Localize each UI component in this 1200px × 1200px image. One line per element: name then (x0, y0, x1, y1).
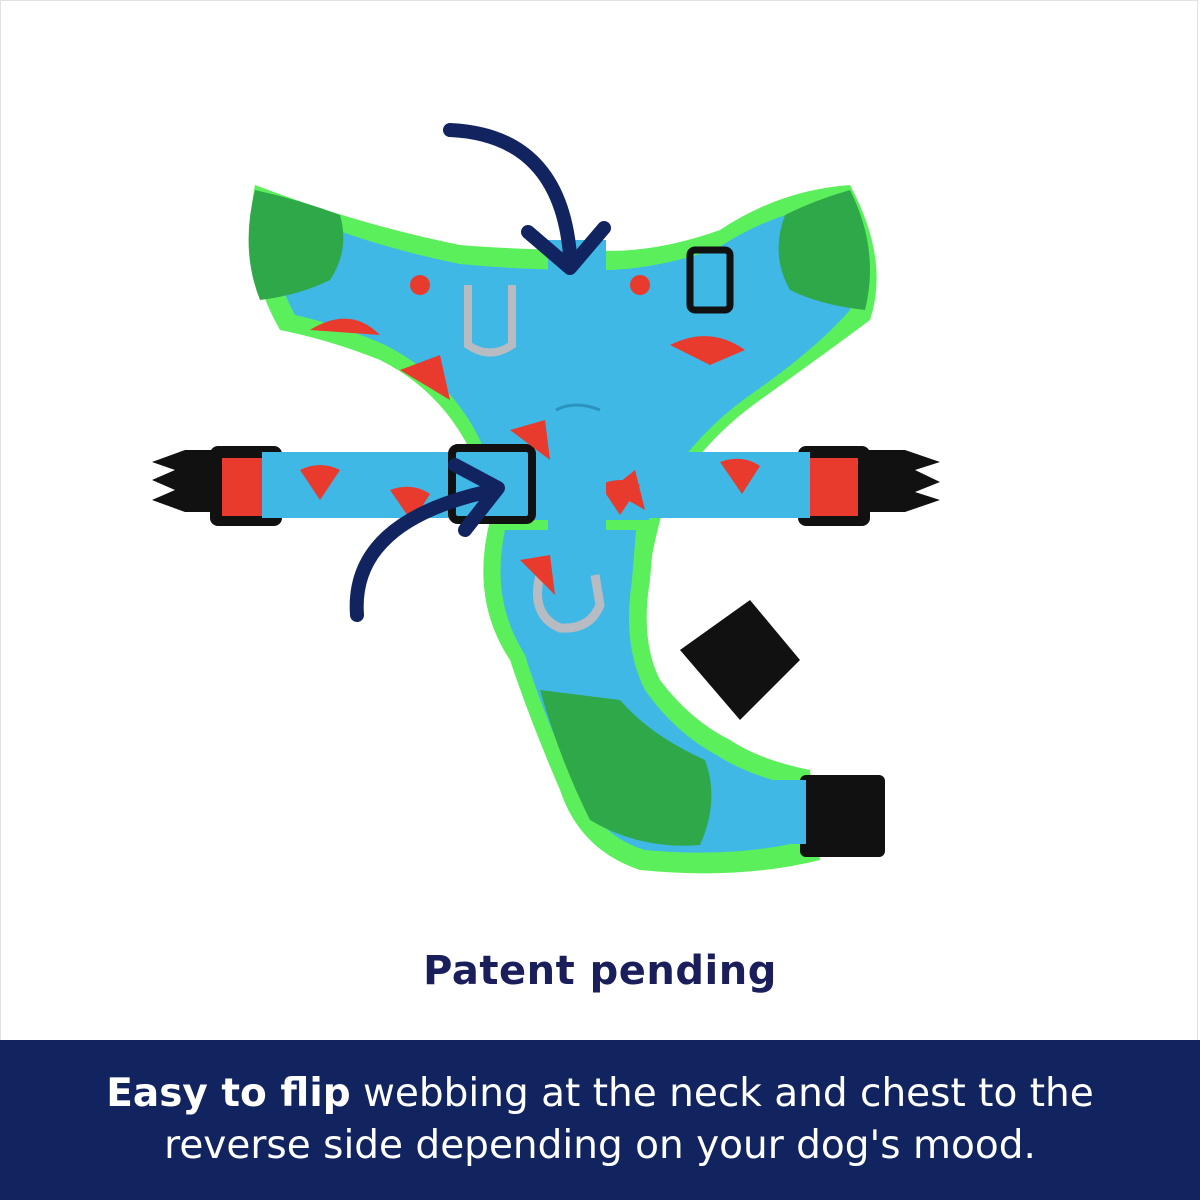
arrow-icon (443, 123, 611, 275)
harness-chest-panel (483, 520, 820, 874)
center-webbing (548, 240, 606, 600)
banner-highlight: Easy to flip (106, 1071, 351, 1116)
banner-line-1-text: webbing at the neck and chest to the (350, 1071, 1094, 1116)
d-ring-icon (464, 285, 516, 357)
buckle-icon (798, 446, 940, 526)
patent-caption: Patent pending (423, 948, 777, 994)
banner-line-1: Easy to flip webbing at the neck and che… (0, 1068, 1200, 1120)
feature-banner: Easy to flip webbing at the neck and che… (0, 1040, 1200, 1200)
watermelon-pattern (310, 318, 745, 595)
chest-webbing (262, 444, 810, 524)
d-ring-icon (533, 573, 605, 633)
buckle-icon (680, 600, 885, 857)
banner-line-2: reverse side depending on your dog's moo… (164, 1123, 1036, 1168)
harness-product-image (152, 123, 940, 874)
arrow-icon (349, 458, 505, 622)
